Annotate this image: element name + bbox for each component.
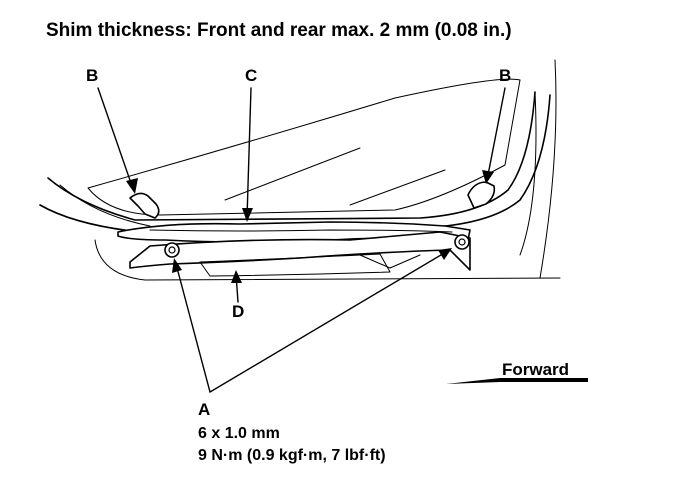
clip-left — [129, 192, 160, 219]
bolt-right-center — [458, 238, 466, 246]
right-body-line-2 — [519, 91, 537, 256]
bolt-left-center — [168, 246, 176, 254]
cowl-cover-ridge — [149, 229, 453, 233]
body-outer-line — [39, 94, 551, 233]
leader-b-left — [97, 87, 133, 187]
bolt-size-spec: 6 x 1.0 mm — [198, 425, 280, 442]
wiper-frame-lower — [199, 253, 391, 277]
windshield-glass — [87, 78, 521, 216]
lower-body-line — [94, 239, 561, 281]
wiper-frame-bracket — [359, 254, 421, 269]
label-b-left: B — [86, 66, 99, 85]
right-body-line — [539, 59, 557, 279]
glass-reflection-line-2 — [349, 169, 446, 206]
leader-a-left — [175, 263, 211, 393]
arrowhead-b-right — [482, 170, 494, 184]
arrowhead-a-right — [438, 248, 452, 260]
body-edge-line — [59, 184, 151, 227]
bolt-left — [164, 242, 180, 258]
clip-right — [467, 181, 496, 209]
diagram-title: Shim thickness: Front and rear max. 2 mm… — [46, 20, 512, 41]
leader-a-right — [209, 251, 447, 393]
label-d: D — [232, 302, 245, 321]
torque-spec: 9 N·m (0.9 kgf·m, 7 lbf·ft) — [198, 447, 386, 464]
label-a: A — [198, 400, 211, 419]
arrowhead-d — [231, 270, 242, 283]
leader-b-right — [487, 87, 506, 176]
forward-label: Forward — [502, 360, 570, 379]
arrowhead-c — [242, 208, 253, 222]
label-c: C — [245, 66, 258, 85]
body-inner-line — [47, 91, 536, 221]
label-b-right: B — [499, 66, 512, 85]
forward-arrow-icon — [446, 378, 588, 384]
bolt-right — [454, 234, 470, 250]
arrowhead-b-left — [126, 178, 138, 194]
wiper-frame — [129, 231, 471, 271]
arrowhead-a-left — [172, 258, 182, 273]
leader-c — [246, 87, 252, 219]
